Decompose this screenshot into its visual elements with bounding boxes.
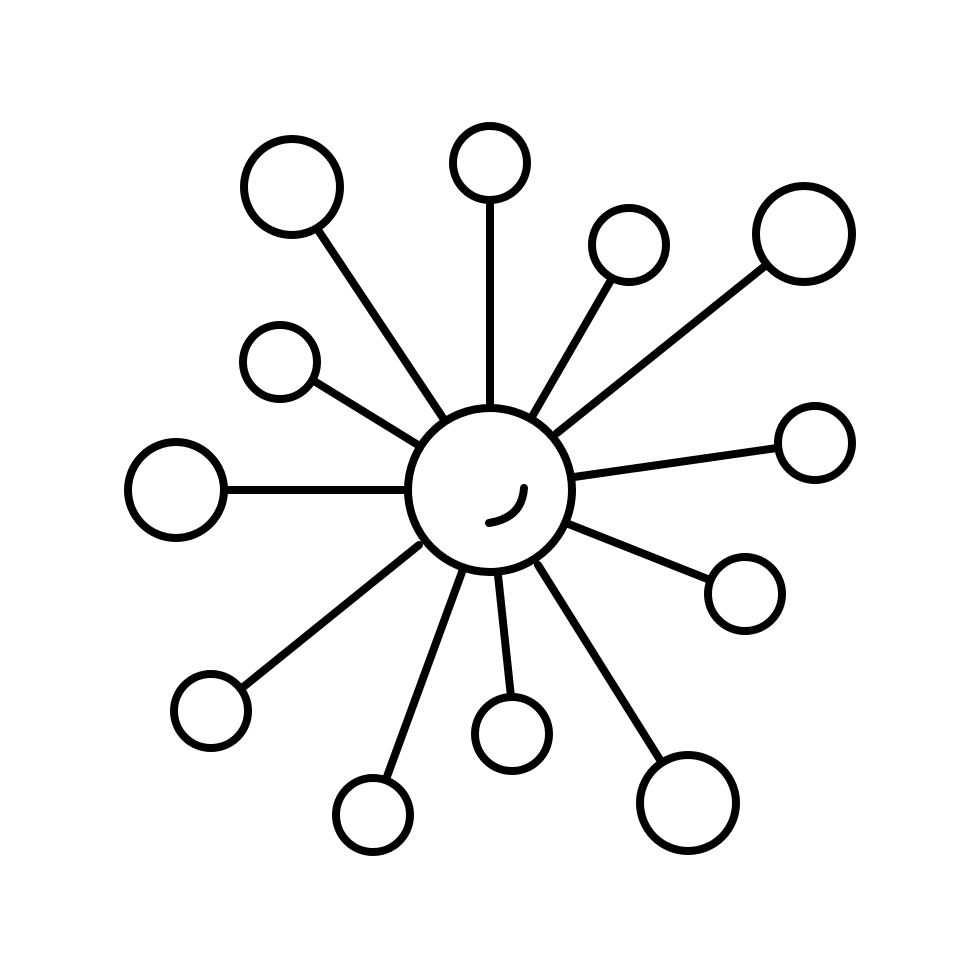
node-bottom-center-left bbox=[332, 774, 414, 856]
hub-node bbox=[404, 404, 576, 576]
node-top-left-large bbox=[240, 135, 344, 239]
node-top-right-small bbox=[588, 204, 670, 286]
node-left-upper bbox=[239, 321, 321, 403]
node-bottom-right bbox=[636, 751, 740, 855]
spoke-bottom-center-left bbox=[381, 568, 466, 786]
node-bottom-left bbox=[170, 670, 252, 752]
node-right-lower bbox=[704, 553, 786, 635]
spoke-bottom-left bbox=[238, 541, 423, 692]
node-top bbox=[449, 122, 531, 204]
spoke-top-right-large bbox=[553, 262, 769, 437]
spoke-bottom-right bbox=[534, 561, 666, 767]
spokes bbox=[222, 198, 781, 786]
spoke-left-upper bbox=[310, 377, 422, 449]
spoke-right-lower bbox=[562, 519, 714, 584]
nodes bbox=[124, 122, 856, 856]
spoke-right-upper bbox=[570, 444, 781, 481]
spoke-top-left-large bbox=[314, 226, 447, 422]
node-bottom-center bbox=[471, 693, 553, 775]
node-left bbox=[124, 438, 228, 542]
node-top-right-large bbox=[752, 182, 856, 286]
node-right-upper bbox=[774, 402, 856, 484]
spoke-bottom-center bbox=[494, 571, 515, 701]
spoke-top-right-small bbox=[529, 276, 615, 419]
hub-highlight-arc bbox=[485, 484, 528, 527]
